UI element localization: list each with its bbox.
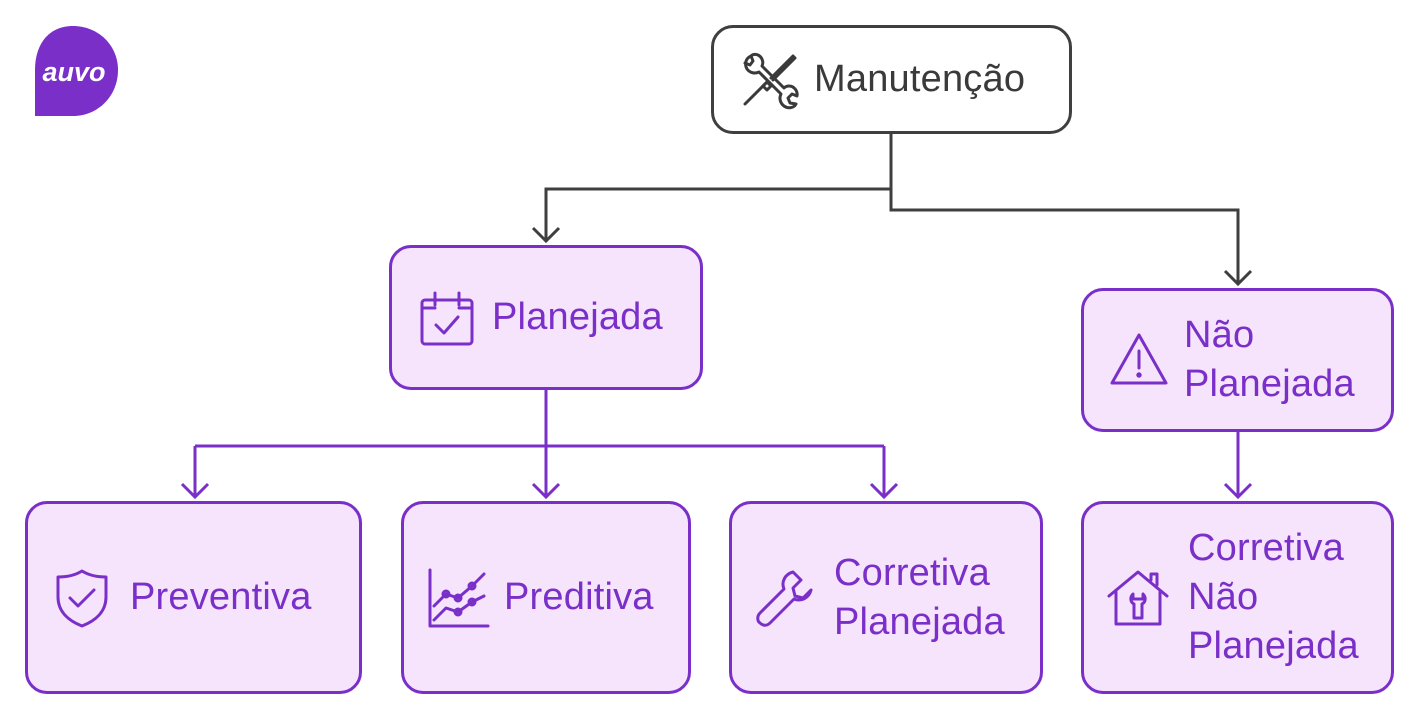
wrench-icon	[754, 567, 816, 629]
shield-check-icon	[54, 567, 110, 629]
edge-root-to-planejada	[544, 134, 893, 241]
node-preditiva: Preditiva	[401, 501, 691, 694]
trend-chart-icon	[426, 566, 490, 630]
node-preventiva: Preventiva	[25, 501, 362, 694]
svg-text:auvo: auvo	[42, 57, 105, 87]
node-planejada: Planejada	[389, 245, 703, 390]
calendar-check-icon	[416, 287, 478, 349]
node-label: Manutenção	[814, 58, 1026, 100]
node-label: Preditiva	[504, 576, 654, 618]
node-manutencao: Manutenção	[711, 25, 1072, 134]
node-corretiva-nao-planejada: Corretiva Não Planejada	[1081, 501, 1394, 694]
node-label: Planejada	[492, 296, 663, 338]
node-nao-planejada: Não Planejada	[1081, 288, 1394, 432]
arrowhead-corretiva-planejada	[869, 482, 899, 500]
tools-icon	[736, 47, 802, 113]
arrowhead-planejada	[531, 226, 561, 244]
house-wrench-icon	[1106, 567, 1170, 629]
node-label: Corretiva Planejada	[834, 551, 1005, 643]
auvo-logo: auvo	[28, 26, 118, 118]
arrowhead-preventiva	[180, 482, 210, 500]
node-label: Preventiva	[130, 576, 312, 618]
warning-icon	[1108, 329, 1170, 391]
arrowhead-preditiva	[531, 482, 561, 500]
node-label: Não Planejada	[1184, 314, 1355, 405]
edge-root-to-nao-planejada	[889, 134, 1240, 284]
node-corretiva-planejada: Corretiva Planejada	[729, 501, 1043, 694]
node-label: Corretiva Não Planejada	[1188, 527, 1359, 667]
arrowhead-nao-planejada	[1223, 269, 1253, 287]
arrowhead-corretiva-nao-planejada	[1223, 482, 1253, 500]
